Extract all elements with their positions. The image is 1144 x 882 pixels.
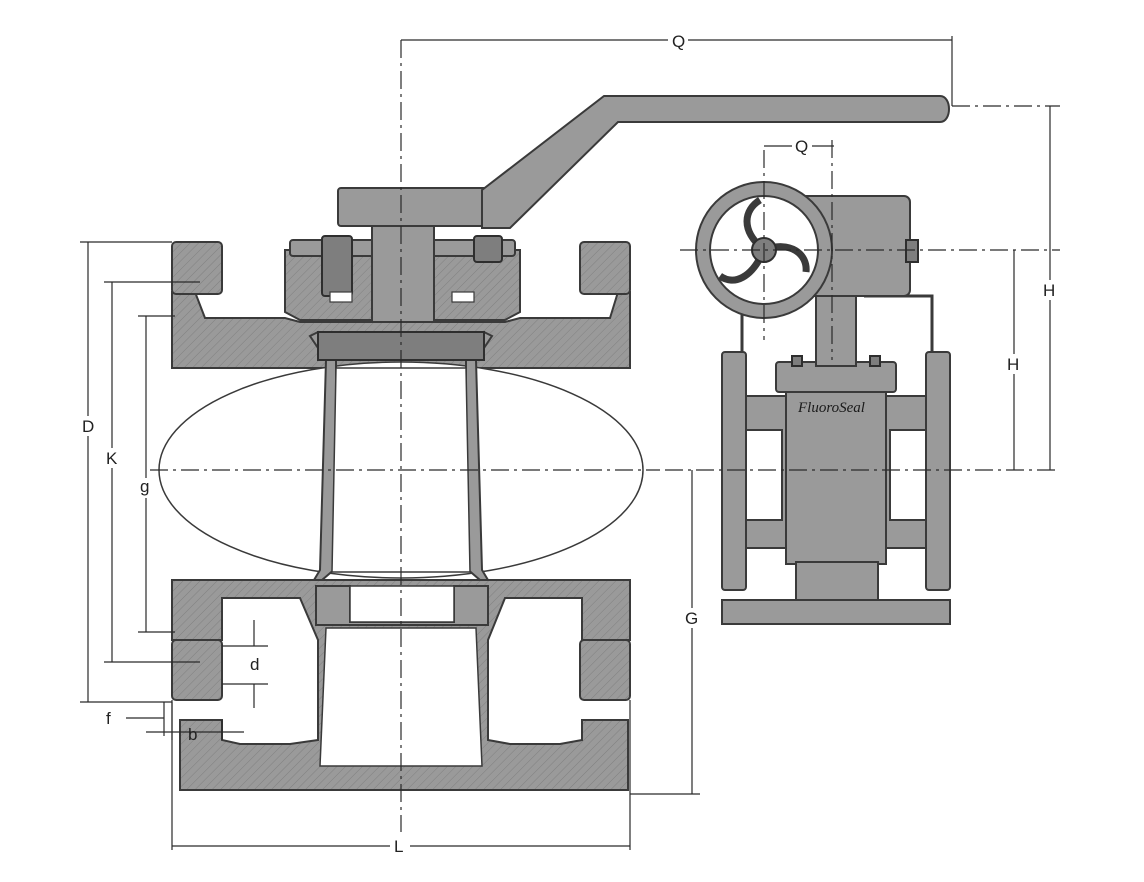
plug-top [317,331,485,361]
right-slot [451,291,475,303]
right-flange-lower [579,639,631,701]
handle-lever [481,95,950,229]
label-q-handle: Q [672,32,685,51]
label-h-gear: H [1007,355,1019,374]
right-flange-upper [579,241,631,295]
handle-hub [337,187,489,227]
label-l-face-to-face: L [394,837,403,856]
gear-right-flange [925,351,951,591]
stem [371,221,435,323]
center-lines [150,40,1060,832]
gear-shaft [815,295,857,367]
gear-base-flange [721,599,951,625]
right-bolt [473,235,503,263]
gear-operator-view: FluoroSeal [695,181,951,625]
label-f-raised-face-height: f [106,709,111,728]
brand-logo: FluoroSeal [797,400,865,416]
label-g-raised-face: g [140,477,149,496]
gear-plug-body [785,385,887,565]
gear-neck [795,561,879,603]
label-d-flange: D [82,417,94,436]
left-flange-upper [171,241,223,295]
label-b-flange-thickness: b [188,725,197,744]
label-h-handle: H [1043,281,1055,300]
left-flange-lower [171,639,223,701]
left-bolt [321,235,353,297]
label-q-gear: Q [795,137,808,156]
label-g-center-to-bottom: G [685,609,698,628]
label-k-bolt-circle: K [106,449,118,468]
label-d-bolt-hole: d [250,655,259,674]
dimension-labels: Q Q H H D K g d f b G L [78,30,1060,856]
bottom-port [349,585,455,623]
gear-left-flange [721,351,747,591]
left-slot [329,291,353,303]
